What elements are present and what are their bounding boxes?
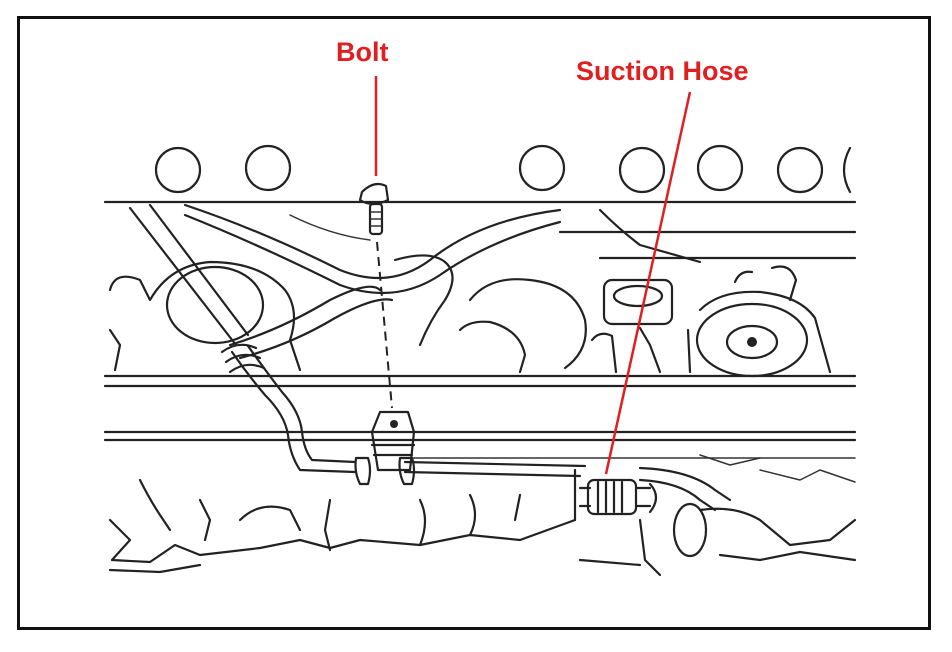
bolt [358,182,393,409]
suction-hose-pipe [220,343,732,512]
diagonal-strut [128,203,250,347]
wire-harness [183,203,562,360]
suction-hose-leader-line [604,91,692,475]
pipe-bracket [354,410,416,486]
oil-pan-outline [108,454,857,577]
engine-holes [154,144,852,194]
engine-components [108,208,832,378]
bolt-callout-label: Bolt [336,37,389,67]
suction-hose-connector [578,478,658,516]
frame-rails [103,200,857,459]
suction-hose-callout-label: Suction Hose [576,56,749,86]
